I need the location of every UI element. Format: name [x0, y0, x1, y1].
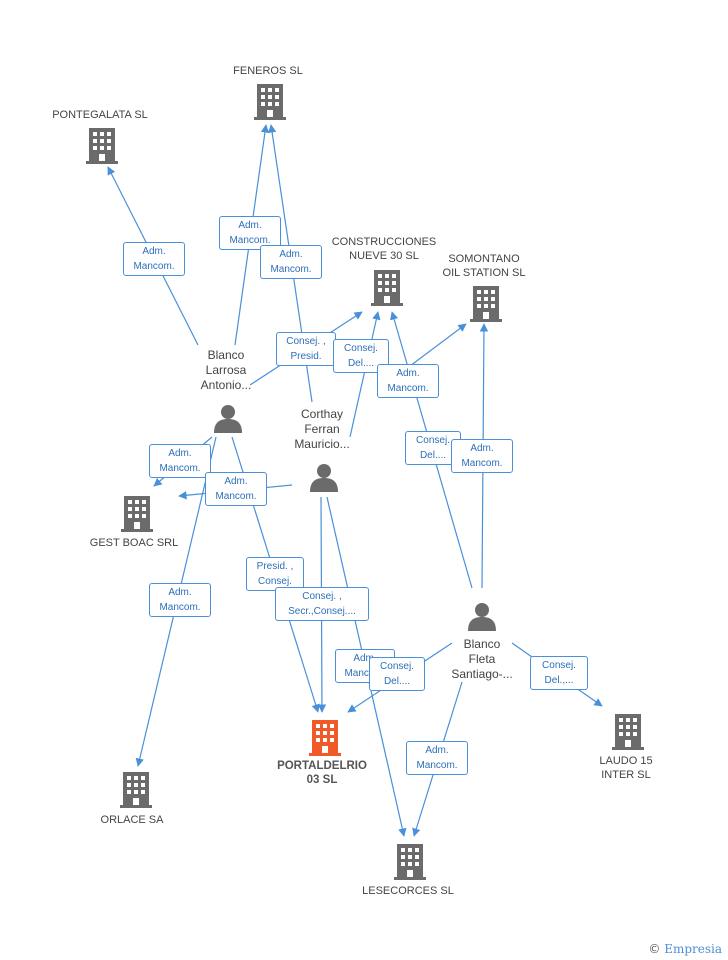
company-name: GEST BOAC SRL — [89, 537, 179, 549]
company-laudo-15-inter[interactable]: LAUDO 15 INTER SL — [576, 754, 676, 782]
person-name-line-3: Mauricio... — [294, 437, 350, 451]
relation-label[interactable]: Consej. ,Presid. — [276, 332, 336, 366]
company-name-line-1: PORTALDELRIO — [277, 760, 367, 772]
person-name-line-3: Antonio... — [200, 378, 252, 392]
person-name-line-2: Fleta — [468, 652, 496, 666]
company-name: ORLACE SA — [100, 814, 164, 826]
company-name-line-2: 03 SL — [306, 774, 338, 786]
company-feneros[interactable]: FENEROS SL — [218, 64, 318, 78]
building-icon — [121, 496, 153, 532]
relation-label[interactable]: Adm.Mancom. — [406, 741, 468, 775]
company-portaldelrio-03[interactable]: PORTALDELRIO 03 SL — [262, 759, 382, 787]
copyright-symbol: © — [648, 942, 661, 956]
company-name: PONTEGALATA SL — [52, 109, 148, 121]
relation-label[interactable]: Adm.Mancom. — [205, 472, 267, 506]
relation-label[interactable]: Adm.Mancom. — [260, 245, 322, 279]
person-name-line-2: Larrosa — [205, 363, 247, 377]
brand-name: Empresia — [664, 942, 722, 956]
relation-label[interactable]: Consej.Del.,... — [530, 656, 588, 690]
person-name-line-3: Santiago-... — [451, 667, 513, 681]
company-construcciones-nueve-30[interactable]: CONSTRUCCIONES NUEVE 30 SL — [324, 235, 444, 263]
relation-label[interactable]: Consej.Del.... — [333, 339, 389, 373]
relation-label[interactable]: Consej. ,Secr.,Consej.... — [275, 587, 369, 621]
company-name-line-2: OIL STATION SL — [442, 267, 526, 279]
person-corthay-ferran[interactable]: Corthay Ferran Mauricio... — [280, 407, 364, 452]
person-icon — [310, 464, 338, 492]
person-blanco-larrosa[interactable]: Blanco Larrosa Antonio... — [184, 348, 268, 393]
company-gest-boac[interactable]: GEST BOAC SRL — [74, 536, 194, 550]
relation-label[interactable]: Consej.Del.... — [369, 657, 425, 691]
empresia-watermark: © Empresia — [648, 942, 722, 956]
company-name: LESECORCES SL — [362, 885, 454, 897]
company-somontano-oil-station[interactable]: SOMONTANO OIL STATION SL — [424, 252, 544, 280]
person-name-line-1: Blanco — [463, 637, 501, 651]
company-orlace[interactable]: ORLACE SA — [82, 813, 182, 827]
person-icon — [468, 603, 496, 631]
building-icon-highlighted — [309, 720, 341, 756]
relation-label[interactable]: Adm.Mancom. — [451, 439, 513, 473]
building-icon — [371, 270, 403, 306]
building-icon — [254, 84, 286, 120]
company-name-line-2: INTER SL — [601, 769, 651, 781]
building-icon — [86, 128, 118, 164]
relation-label[interactable]: Presid. ,Consej. — [246, 557, 304, 591]
person-icon — [214, 405, 242, 433]
person-name-line-2: Ferran — [304, 422, 340, 436]
company-name: FENEROS SL — [233, 65, 303, 77]
company-name-line-1: LAUDO 15 — [599, 755, 653, 767]
person-name-line-1: Blanco — [207, 348, 245, 362]
building-icon — [120, 772, 152, 808]
relation-label[interactable]: Adm.Mancom. — [219, 216, 281, 250]
building-icon — [612, 714, 644, 750]
company-pontegalata[interactable]: PONTEGALATA SL — [40, 108, 160, 122]
company-name-line-2: NUEVE 30 SL — [349, 250, 419, 262]
company-name-line-1: CONSTRUCCIONES — [331, 236, 437, 248]
person-name-line-1: Corthay — [300, 407, 344, 421]
relation-label[interactable]: Adm.Mancom. — [377, 364, 439, 398]
relation-label[interactable]: Adm.Mancom. — [149, 583, 211, 617]
company-name-line-1: SOMONTANO — [448, 253, 520, 265]
building-icon — [470, 286, 502, 322]
relation-label[interactable]: Adm.Mancom. — [149, 444, 211, 478]
company-lesecorces[interactable]: LESECORCES SL — [348, 884, 468, 898]
relation-label[interactable]: Adm.Mancom. — [123, 242, 185, 276]
building-icon — [394, 844, 426, 880]
person-blanco-fleta[interactable]: Blanco Fleta Santiago-... — [440, 637, 524, 682]
